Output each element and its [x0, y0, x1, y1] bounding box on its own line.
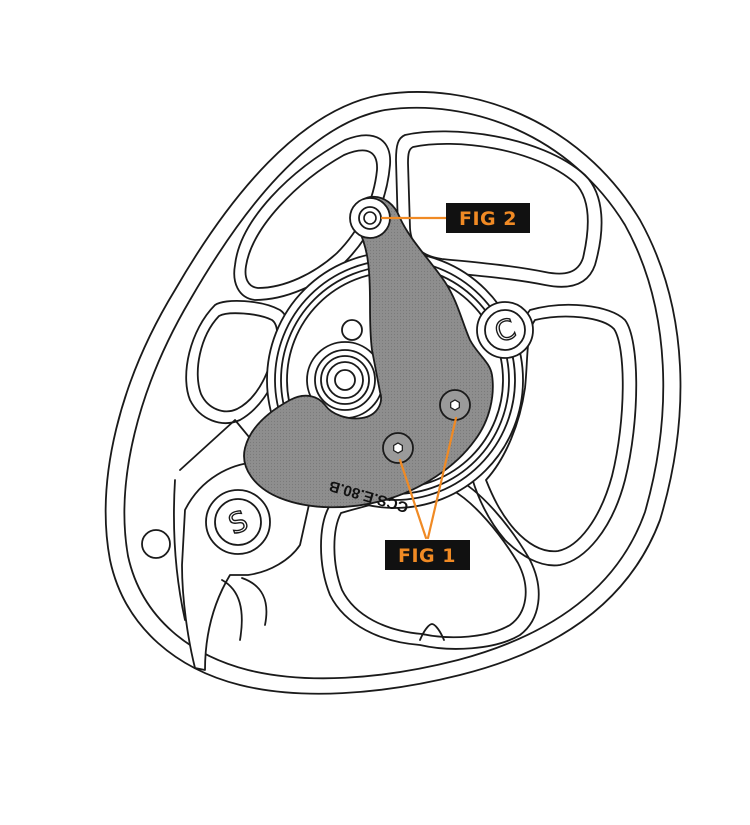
- module-screw-lower: [382, 432, 414, 464]
- fig1-leader-left: [398, 458, 428, 540]
- mount-hole: [341, 319, 363, 341]
- fig2-callout: FIG 2: [380, 203, 530, 233]
- fig1-label-box: [385, 540, 470, 570]
- rotating-module: [243, 195, 494, 509]
- fig2-label-box: [446, 203, 530, 233]
- s-post: S: [205, 489, 271, 555]
- fig1-callout: FIG 1: [385, 416, 470, 570]
- fig2-label: FIG 2: [459, 208, 517, 230]
- fig1-leader-right: [426, 416, 458, 540]
- module-screw-upper: [439, 389, 471, 421]
- fig1-label: FIG 1: [398, 545, 456, 567]
- c-post: C: [476, 301, 534, 359]
- left-hole: [141, 529, 171, 559]
